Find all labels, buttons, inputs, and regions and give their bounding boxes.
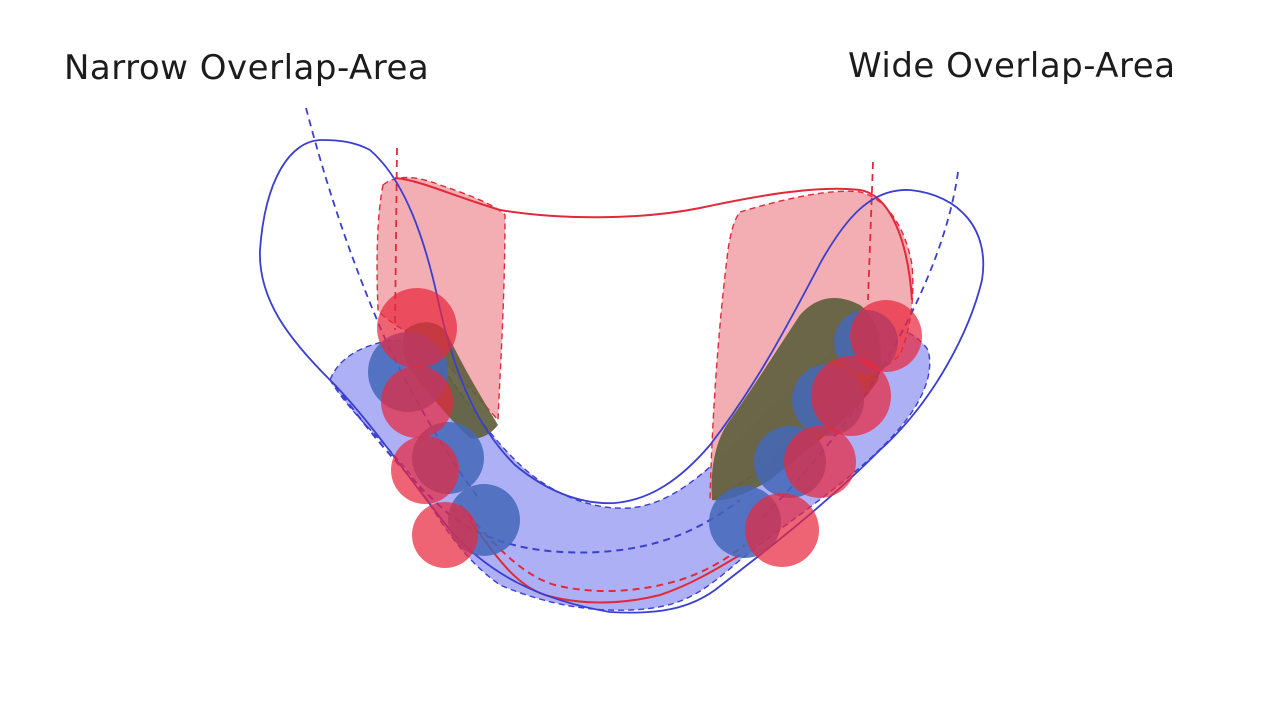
- red-circles-left: [377, 288, 478, 568]
- red-vertical-dashed-left: [394, 147, 398, 331]
- narrow-overlap-label: Narrow Overlap-Area: [64, 48, 430, 88]
- blue-outer-solid-line: [259, 139, 985, 614]
- blue-inner-dashed-line: [334, 384, 741, 554]
- wide-overlap-label: Wide Overlap-Area: [848, 46, 1176, 86]
- red-circles-right: [745, 300, 922, 567]
- red-inner-solid-line: [469, 519, 741, 604]
- red-outline-top: [394, 177, 913, 301]
